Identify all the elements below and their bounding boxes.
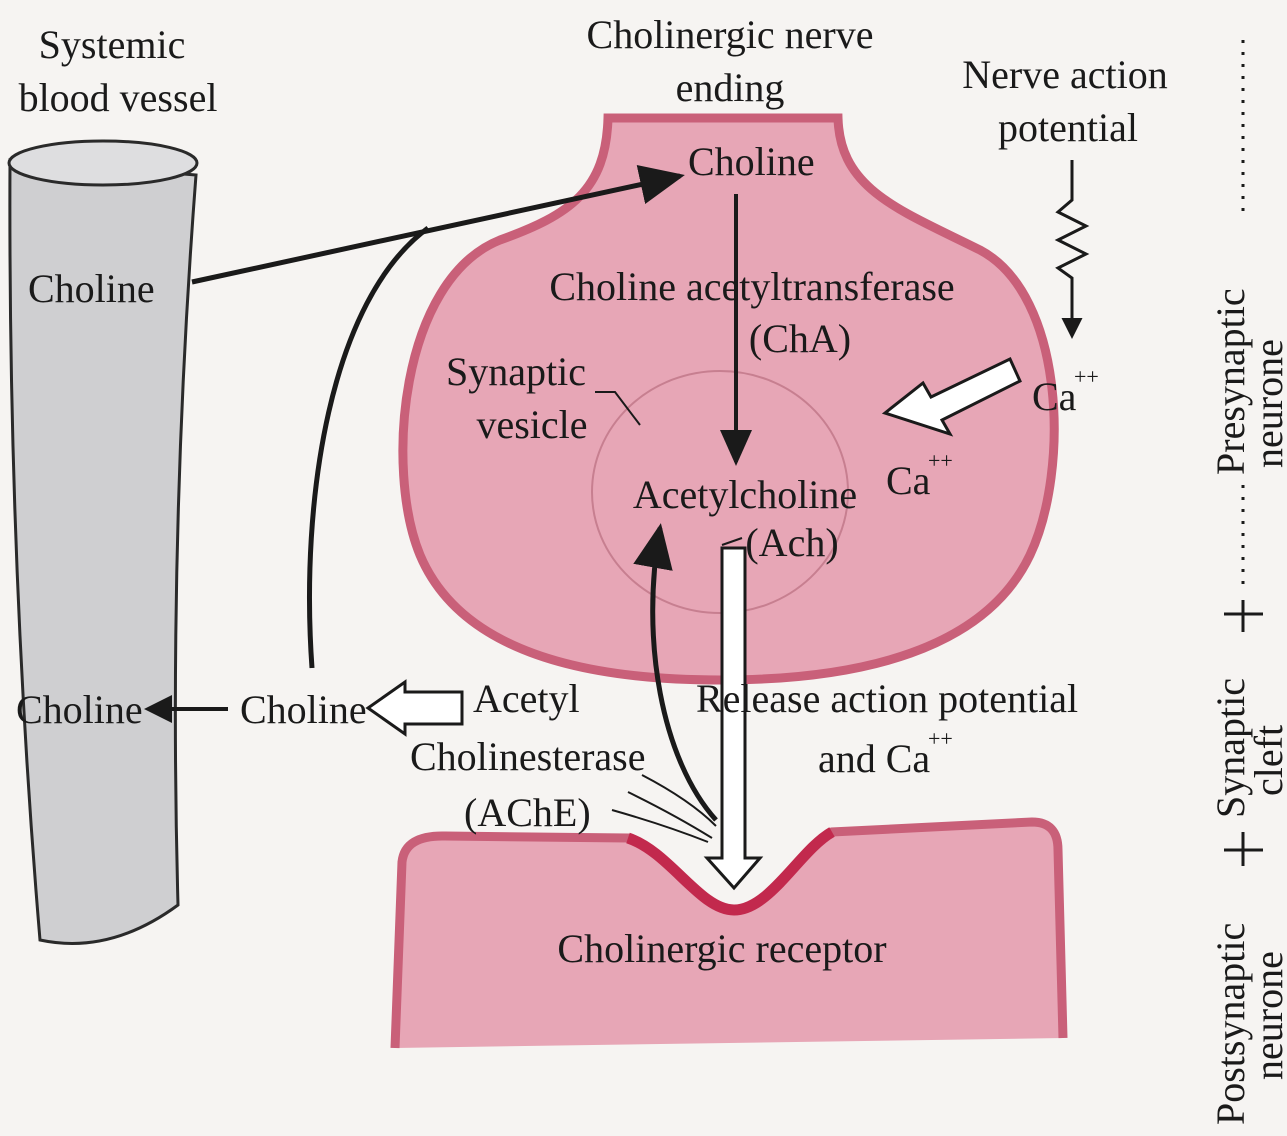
calcium-outer-label: Ca xyxy=(1032,374,1077,419)
acetylcholine-label-line2: (Ach) xyxy=(745,520,838,565)
action-potential-arrow xyxy=(1058,160,1086,336)
release-label-line1: Release action potential xyxy=(696,676,1078,721)
nerve-ap-label-line2: potential xyxy=(998,105,1138,150)
calcium-outer-sup: ++ xyxy=(1074,364,1099,389)
ache-label-line3: (AChE) xyxy=(464,790,591,835)
calcium-inner-sup: ++ xyxy=(928,448,953,473)
calcium-inner-label: Ca xyxy=(886,458,931,503)
nerve-ending-title-line1: Cholinergic nerve xyxy=(587,12,874,57)
postsynaptic-label-line2: neurone xyxy=(1246,951,1287,1080)
release-sup: ++ xyxy=(928,726,953,751)
cleft-label-line2: cleft xyxy=(1246,725,1287,796)
vesicle-label-line1: Synaptic xyxy=(446,349,586,394)
choline-vessel-upper-label: Choline xyxy=(28,266,155,311)
choline-terminal-label: Choline xyxy=(688,139,815,184)
ache-hydrolysis-arrow xyxy=(368,682,462,734)
vessel-title-line2: blood vessel xyxy=(19,75,218,120)
vesicle-label-line2: vesicle xyxy=(476,402,587,447)
presynaptic-label-line2: neurone xyxy=(1246,339,1287,468)
release-label-line2: and Ca xyxy=(818,736,930,781)
choline-cleft-label: Choline xyxy=(240,687,367,732)
nerve-ap-label-line1: Nerve action xyxy=(962,52,1167,97)
receptor-label: Cholinergic receptor xyxy=(557,926,886,971)
vessel-title-line1: Systemic xyxy=(39,22,186,67)
acetylcholine-label-line1: Acetylcholine xyxy=(633,472,857,517)
nerve-ending-title-line2: ending xyxy=(676,65,785,110)
choline-vessel-lower-label: Choline xyxy=(16,687,143,732)
cha-label-line1: Choline acetyltransferase xyxy=(549,264,954,309)
cha-label-line2: (ChA) xyxy=(749,316,851,361)
blood-vessel xyxy=(9,141,197,943)
ache-label-line2: Cholinesterase xyxy=(410,734,646,779)
ache-label-line1: Acetyl xyxy=(473,676,580,721)
